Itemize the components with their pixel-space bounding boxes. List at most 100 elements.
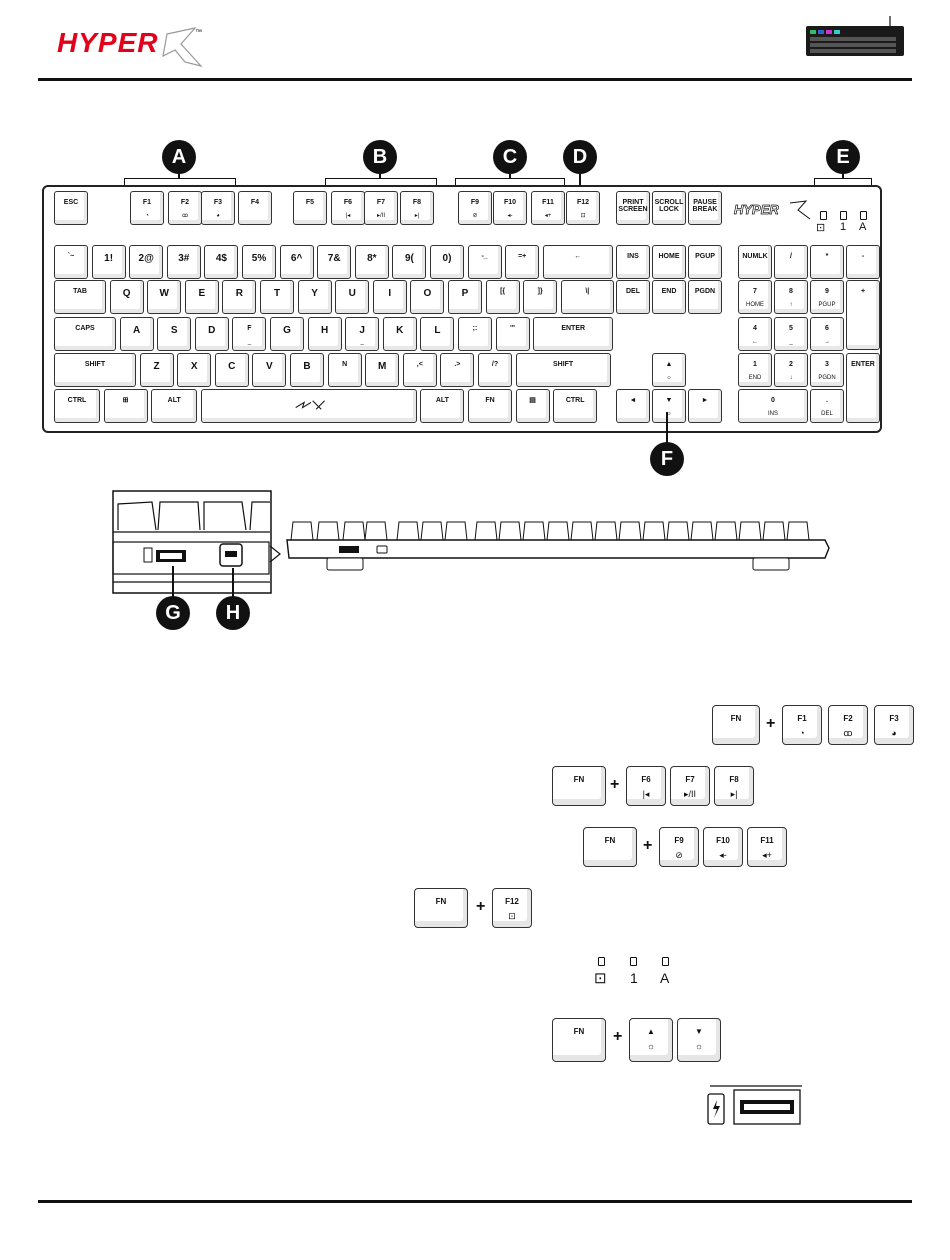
key-n8[interactable]: 8↑ <box>774 280 808 314</box>
key-2[interactable]: 2@ <box>129 245 164 279</box>
combo-key[interactable]: F11◂+ <box>747 827 787 867</box>
key-nstar[interactable]: * <box>810 245 844 279</box>
combo-key[interactable]: F6|◂ <box>626 766 666 806</box>
combo-fn-key[interactable]: FN <box>552 1018 606 1062</box>
key-q[interactable]: Q <box>109 280 144 314</box>
key-tilde[interactable]: `~ <box>54 245 88 279</box>
key-left[interactable]: ◄ <box>616 389 650 423</box>
key-esc[interactable]: ESC <box>54 191 88 225</box>
combo-fn-key[interactable]: FN <box>414 888 468 928</box>
key-f9[interactable]: F9⊘ <box>458 191 492 225</box>
combo-key[interactable]: F1◔ <box>782 705 822 745</box>
key-f12[interactable]: F12⊡ <box>566 191 600 225</box>
key-i[interactable]: I <box>372 280 407 314</box>
key-nplus[interactable]: + <box>846 280 880 350</box>
key-right[interactable]: ► <box>688 389 722 423</box>
key-g[interactable]: G <box>270 317 304 351</box>
key-f[interactable]: F_ <box>232 317 267 351</box>
combo-key[interactable]: F8▸| <box>714 766 754 806</box>
key-minus[interactable]: -_ <box>467 245 502 279</box>
key-1[interactable]: 1! <box>91 245 126 279</box>
key-f10[interactable]: F10◂- <box>493 191 527 225</box>
key-lshift[interactable]: SHIFT <box>54 353 136 387</box>
key-rshift[interactable]: SHIFT <box>515 353 611 387</box>
key-bsl[interactable]: \| <box>560 280 614 314</box>
key-f1[interactable]: F1◔ <box>130 191 164 225</box>
key-period[interactable]: .> <box>440 353 475 387</box>
combo-key[interactable]: F7▸/II <box>670 766 710 806</box>
combo-key[interactable]: F9⊘ <box>659 827 699 867</box>
key-rctrl[interactable]: CTRL <box>553 389 598 423</box>
key-win[interactable]: ⊞ <box>103 389 148 423</box>
key-up[interactable]: ▲☼ <box>652 353 686 387</box>
key-5[interactable]: 5% <box>242 245 276 279</box>
key-e[interactable]: E <box>184 280 219 314</box>
key-8[interactable]: 8* <box>354 245 389 279</box>
key-space[interactable] <box>200 389 417 423</box>
key-rbr[interactable]: ]} <box>523 280 558 314</box>
key-f7[interactable]: F7▸/II <box>364 191 398 225</box>
combo-key[interactable]: ▼☼ <box>677 1018 721 1062</box>
key-6[interactable]: 6^ <box>279 245 314 279</box>
key-f4[interactable]: F4 <box>238 191 272 225</box>
key-c[interactable]: C <box>214 353 249 387</box>
key-9[interactable]: 9( <box>392 245 427 279</box>
key-down[interactable]: ▼☼ <box>652 389 686 423</box>
key-scrlk[interactable]: SCROLL LOCK <box>652 191 686 225</box>
key-semi[interactable]: ;: <box>458 317 492 351</box>
key-nslash[interactable]: / <box>774 245 808 279</box>
key-lctrl[interactable]: CTRL <box>54 389 100 423</box>
key-u[interactable]: U <box>335 280 370 314</box>
key-z[interactable]: Z <box>139 353 174 387</box>
key-ins[interactable]: INS <box>616 245 650 279</box>
key-n5[interactable]: 5_ <box>774 317 808 351</box>
key-fn[interactable]: FN <box>468 389 512 423</box>
combo-key[interactable]: F10◂- <box>703 827 743 867</box>
key-bksp[interactable]: ← <box>542 245 613 279</box>
key-pgup[interactable]: PGUP <box>688 245 722 279</box>
key-x[interactable]: X <box>177 353 212 387</box>
key-r[interactable]: R <box>222 280 257 314</box>
key-ralt[interactable]: ALT <box>420 389 465 423</box>
key-n4[interactable]: 4← <box>738 317 772 351</box>
key-pause[interactable]: PAUSE BREAK <box>688 191 722 225</box>
key-ndot[interactable]: .DEL <box>810 389 844 423</box>
key-7[interactable]: 7& <box>317 245 352 279</box>
key-prtsc[interactable]: PRINT SCREEN <box>616 191 650 225</box>
combo-fn-key[interactable]: FN <box>552 766 606 806</box>
key-nenter[interactable]: ENTER <box>846 353 880 423</box>
key-t[interactable]: T <box>260 280 294 314</box>
key-o[interactable]: O <box>410 280 445 314</box>
key-lbr[interactable]: [{ <box>485 280 520 314</box>
key-n2[interactable]: 2↓ <box>774 353 808 387</box>
key-y[interactable]: Y <box>297 280 332 314</box>
key-l[interactable]: L <box>420 317 455 351</box>
key-n[interactable]: N <box>327 353 362 387</box>
combo-fn-key[interactable]: FN <box>712 705 760 745</box>
key-eq[interactable]: =+ <box>505 245 540 279</box>
key-d[interactable]: D <box>194 317 229 351</box>
key-f3[interactable]: F3◕ <box>201 191 235 225</box>
key-f11[interactable]: F11◂+ <box>531 191 565 225</box>
key-m[interactable]: M <box>365 353 400 387</box>
key-p[interactable]: P <box>448 280 482 314</box>
key-del[interactable]: DEL <box>616 280 650 314</box>
key-pgdn[interactable]: PGDN <box>688 280 722 314</box>
key-k2[interactable]: K <box>382 317 417 351</box>
key-h[interactable]: H <box>307 317 342 351</box>
key-0[interactable]: 0) <box>430 245 464 279</box>
key-s[interactable]: S <box>157 317 192 351</box>
key-lalt[interactable]: ALT <box>151 389 198 423</box>
key-home[interactable]: HOME <box>652 245 686 279</box>
key-numlk[interactable]: NUMLK <box>738 245 772 279</box>
key-4[interactable]: 4$ <box>204 245 239 279</box>
combo-key[interactable]: F12⊡ <box>492 888 532 928</box>
key-f6[interactable]: F6|◂ <box>331 191 365 225</box>
key-w[interactable]: W <box>147 280 182 314</box>
key-slash[interactable]: /? <box>478 353 512 387</box>
combo-key[interactable]: F3◕ <box>874 705 914 745</box>
